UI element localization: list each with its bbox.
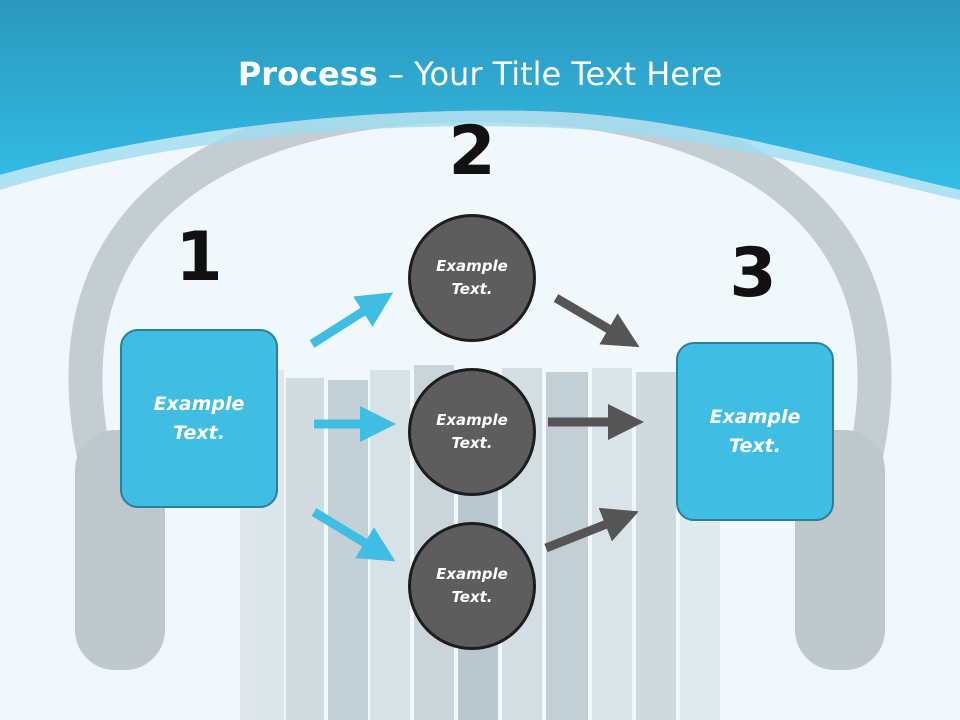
circle-middle-label: Example Text. [436,411,508,452]
step-number-2: 2 [448,112,496,191]
right-box: Example Text. [676,342,834,521]
circle-middle: Example Text. [408,368,536,496]
step-number-1: 1 [175,218,223,297]
arrow-circle-top-to-box3 [553,294,640,348]
circle-top-label: Example Text. [436,257,508,298]
right-box-label: Example Text. [709,405,801,457]
header-wave-light [0,110,960,200]
header-band [0,0,960,190]
circle-top: Example Text. [408,214,536,342]
slide-title: Process – Your Title Text Here [0,54,960,94]
circle-bottom-label: Example Text. [436,565,508,606]
title-bold: Process [237,55,378,93]
arrow-circle-bottom-to-box3 [544,507,639,553]
arrow-box1-to-circle-top [309,292,394,348]
left-box-label: Example Text. [153,392,245,444]
title-rest: – Your Title Text Here [377,55,723,93]
arrow-box1-to-circle-bottom [311,508,396,562]
step-number-3: 3 [729,234,777,313]
circle-bottom: Example Text. [408,522,536,650]
left-box: Example Text. [120,329,278,508]
